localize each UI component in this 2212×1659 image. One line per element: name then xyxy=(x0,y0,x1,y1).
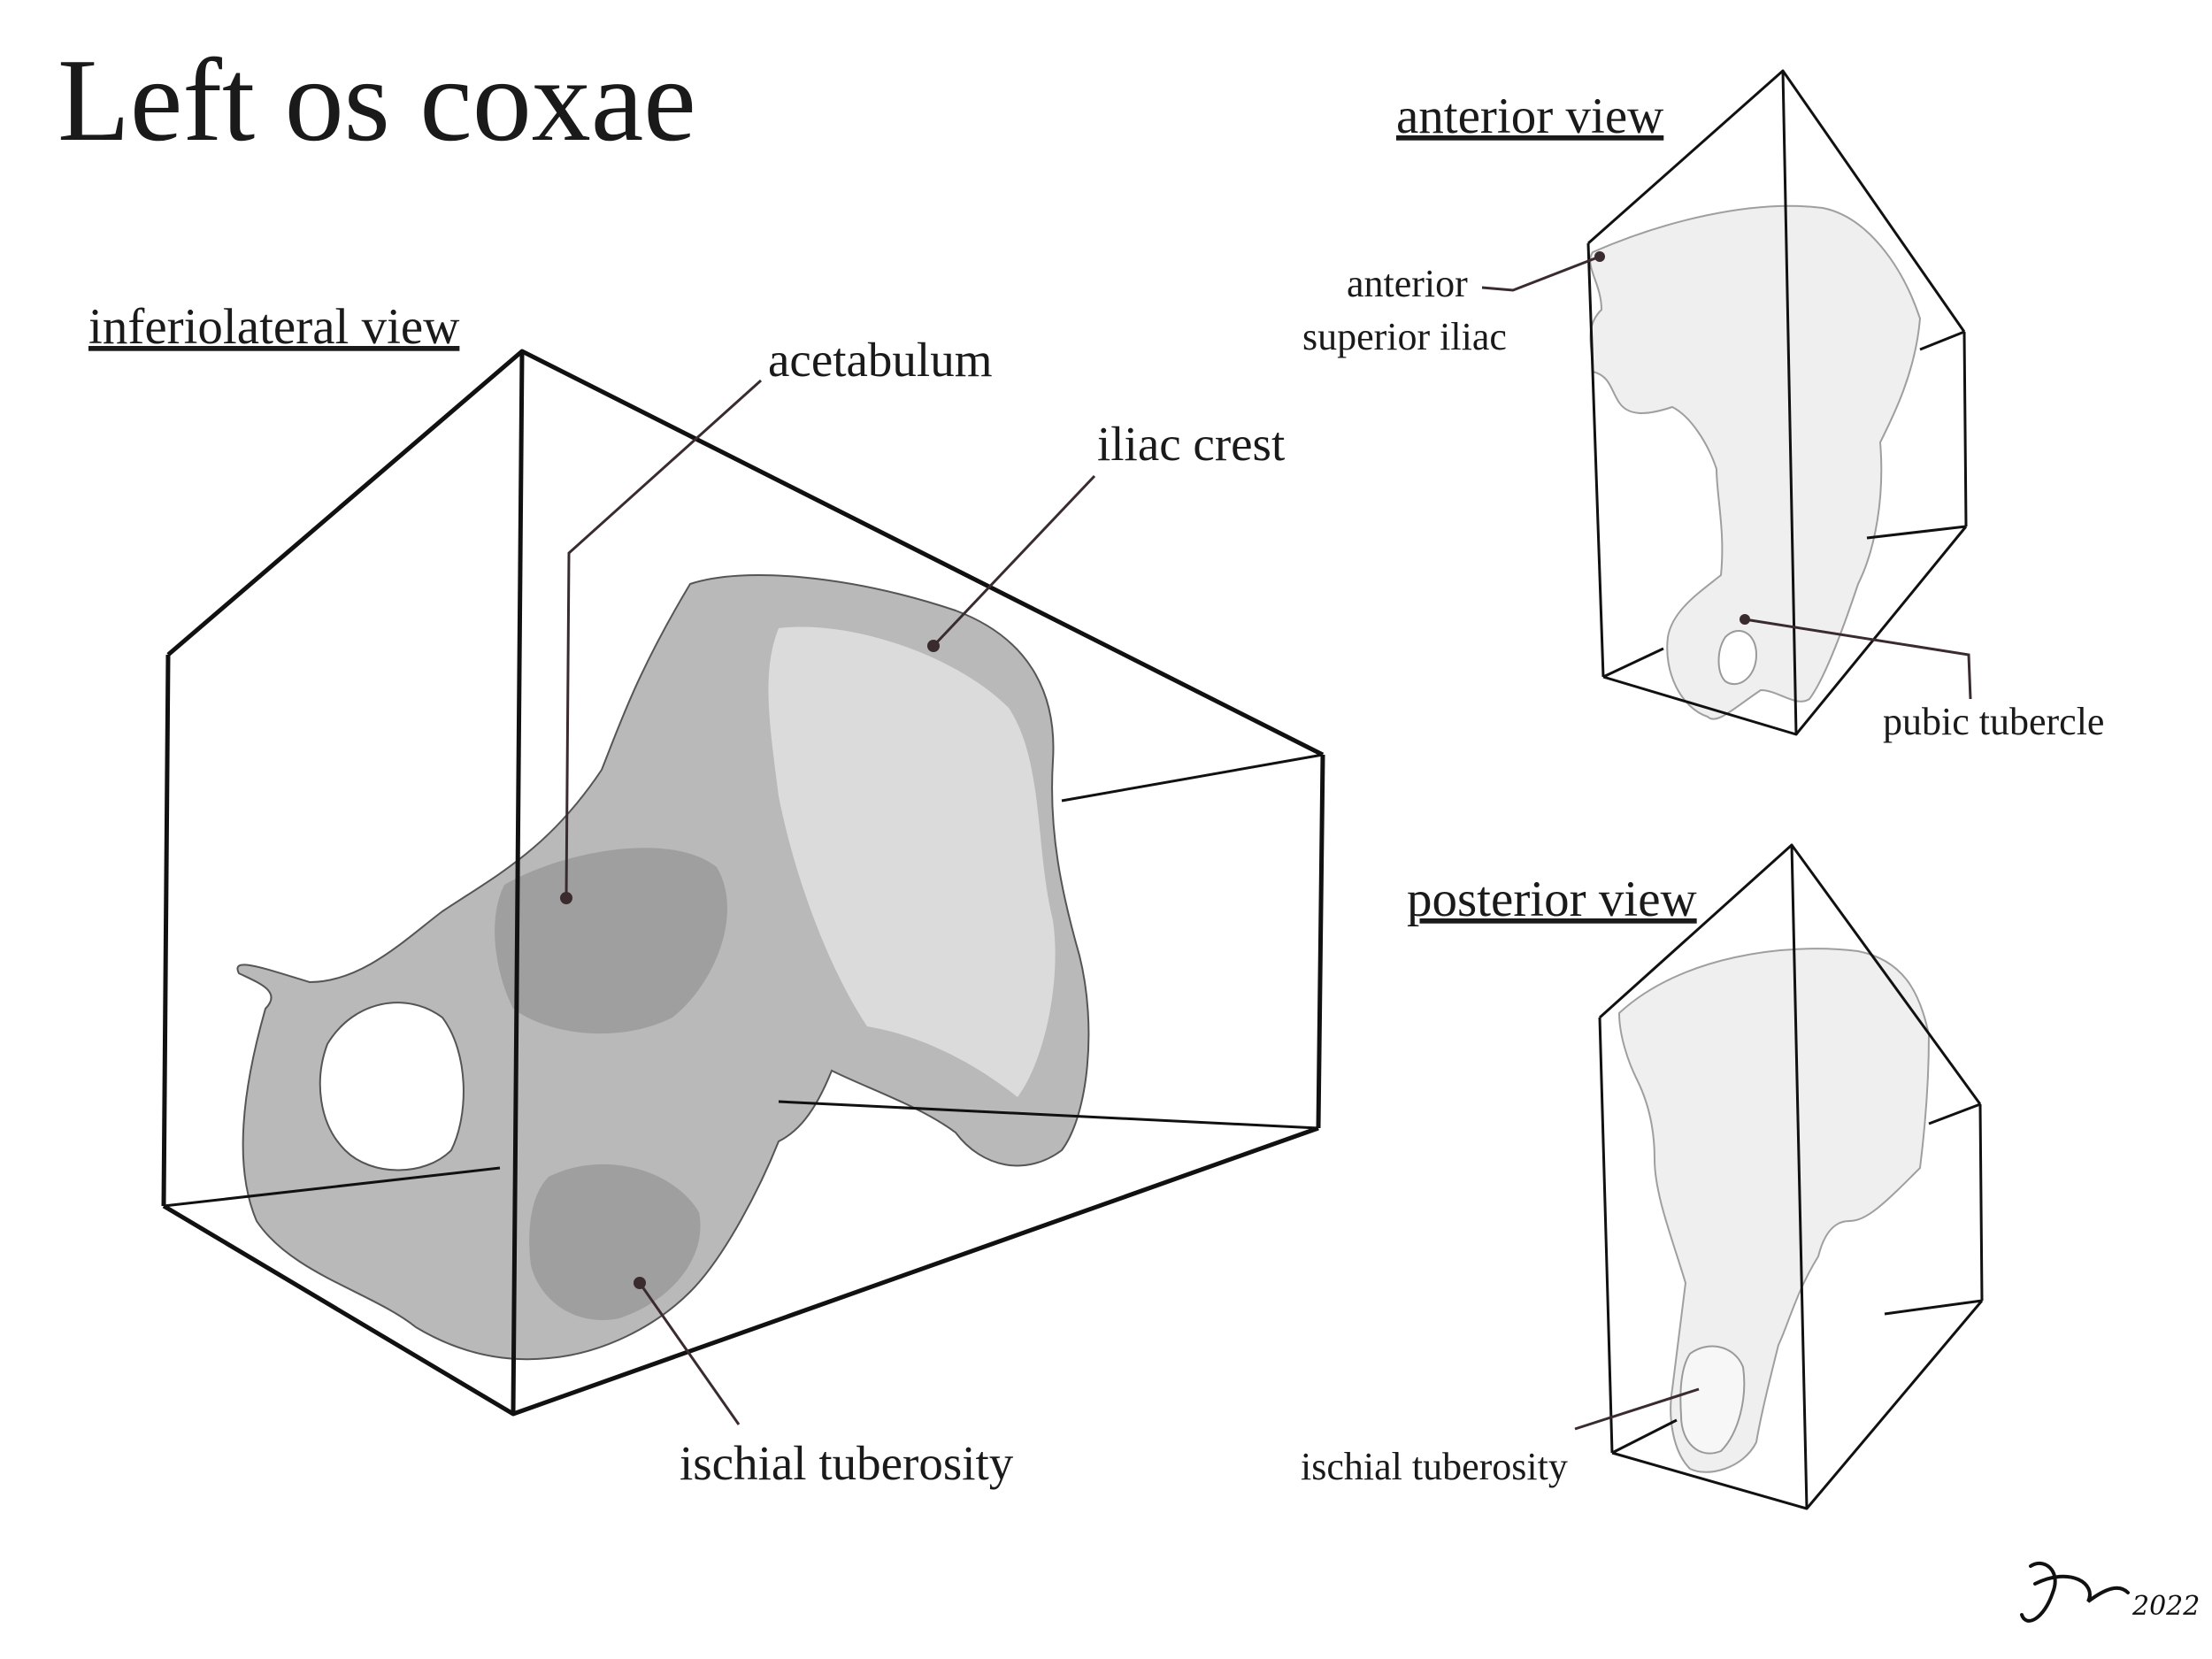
inferiolateral-bounding-box xyxy=(161,349,1325,1417)
anterior-view: anterior view anterior superior iliac pu… xyxy=(1302,69,2104,743)
anterior-obturator xyxy=(1717,629,1758,686)
label-posterior-ischial-tuberosity: ischial tuberosity xyxy=(1301,1445,1568,1488)
posterior-box-right xyxy=(1978,1103,1984,1302)
box-left-edge xyxy=(161,654,171,1207)
leader-dot-pubic-tubercle xyxy=(1740,614,1750,625)
posterior-bounding-box xyxy=(1598,843,1984,1510)
leader-acetabulum xyxy=(565,379,763,899)
label-ischial-tuberosity: ischial tuberosity xyxy=(680,1436,1014,1490)
posterior-bone-silhouette xyxy=(1617,948,1931,1473)
anterior-box-back-top-right xyxy=(1919,330,1965,351)
inferiolateral-view: inferiolateral view acetabulum iliac cre… xyxy=(88,299,1325,1490)
anterior-box-right xyxy=(1962,331,1968,527)
anterior-bone-silhouette xyxy=(1589,204,1922,720)
page-title: Left os coxae xyxy=(58,35,696,165)
box-back-top-right xyxy=(1061,753,1324,803)
leader-dot-iliac-crest xyxy=(927,640,940,652)
label-acetabulum: acetabulum xyxy=(768,333,993,387)
anterior-view-heading: anterior view xyxy=(1396,88,1663,144)
posterior-box-back-top-right xyxy=(1928,1102,1981,1125)
box-bottom-edges xyxy=(162,1125,1319,1417)
posterior-ischial-region xyxy=(1679,1345,1746,1455)
posterior-box-bottom xyxy=(1611,1300,1984,1510)
posterior-box-front xyxy=(1790,844,1809,1509)
anterior-box-bottom xyxy=(1602,526,1968,736)
posterior-box-back-bottom xyxy=(1611,1418,1678,1455)
label-asis-line1: anterior xyxy=(1347,262,1468,305)
ischial-tuberosity-region xyxy=(529,1164,701,1320)
leader-ischial-tuberosity xyxy=(638,1282,741,1425)
anterior-box-front xyxy=(1781,70,1798,735)
leader-dot-acetabulum xyxy=(560,892,572,904)
leader-asis xyxy=(1481,255,1601,292)
anterior-box-back-bottom-right xyxy=(1866,525,1967,540)
leader-posterior-ischial-tuberosity xyxy=(1574,1387,1700,1431)
leader-dot-asis xyxy=(1594,251,1605,262)
leader-dot-ischial-tuberosity xyxy=(634,1277,646,1289)
posterior-view: posterior view ischial tuberosity xyxy=(1301,843,1984,1510)
box-front-edge xyxy=(511,350,525,1415)
box-back-bottom-right xyxy=(778,1100,1319,1130)
os-coxae-inferiolateral-drawing xyxy=(236,574,1090,1361)
posterior-box-left xyxy=(1598,1017,1614,1454)
posterior-box-back-bottom-right xyxy=(1884,1299,1983,1316)
box-right-edge xyxy=(1316,754,1325,1129)
anterior-box-back-bottom xyxy=(1602,647,1664,679)
box-diagonal xyxy=(521,349,1324,757)
leader-pubic-tubercle xyxy=(1744,618,1972,700)
box-back-bottom-left xyxy=(163,1166,501,1208)
acetabulum-fossa xyxy=(495,848,727,1034)
anterior-bounding-box xyxy=(1586,69,1968,736)
os-coxae-anterior-drawing xyxy=(1589,204,1922,720)
ilium-wing xyxy=(768,626,1056,1097)
inferiolateral-view-heading: inferiolateral view xyxy=(88,299,459,355)
label-pubic-tubercle: pubic tubercle xyxy=(1883,700,2104,743)
artist-signature: 2022 xyxy=(2020,1561,2200,1623)
os-coxae-posterior-drawing xyxy=(1617,948,1931,1473)
signature-year: 2022 xyxy=(2131,1591,2200,1622)
obturator-foramen xyxy=(319,1002,465,1171)
leader-iliac-crest xyxy=(932,474,1096,648)
posterior-view-heading: posterior view xyxy=(1407,872,1697,927)
label-iliac-crest: iliac crest xyxy=(1097,417,1285,471)
anterior-box-left xyxy=(1586,242,1605,678)
label-asis-line2: superior iliac xyxy=(1302,315,1507,358)
